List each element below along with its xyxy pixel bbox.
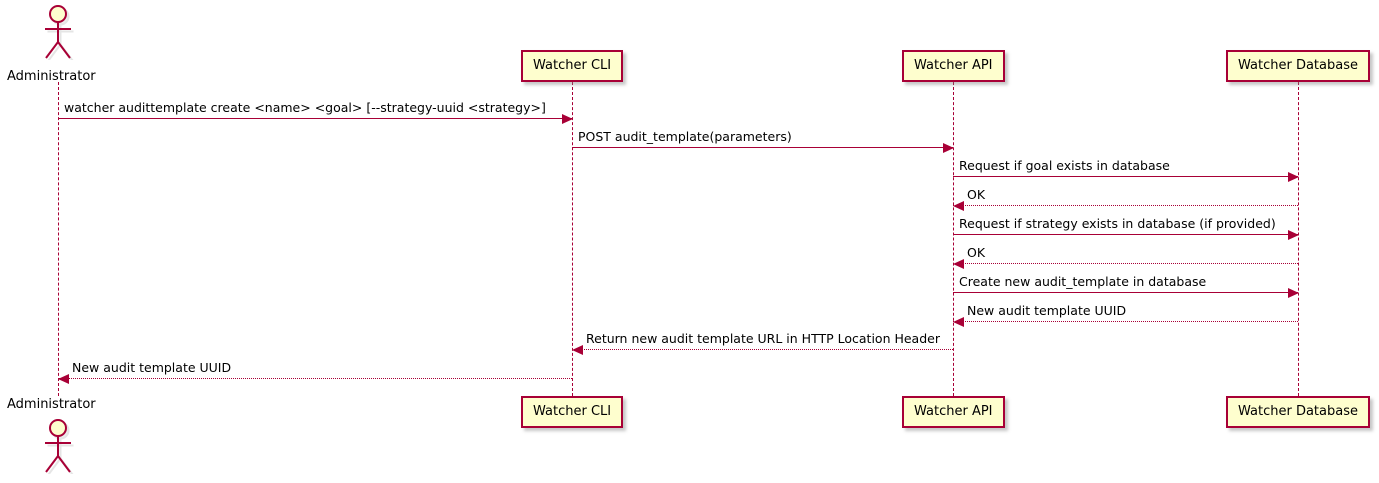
participant-label-administrator-header: Administrator bbox=[7, 69, 96, 84]
message-label-1: watcher audittemplate create <name> <goa… bbox=[64, 100, 546, 115]
message-label-9: Return new audit template URL in HTTP Lo… bbox=[586, 331, 940, 346]
message-arrowhead-10 bbox=[58, 373, 69, 384]
participant-label-administrator-footer: Administrator bbox=[7, 397, 96, 412]
message-line-3 bbox=[953, 176, 1298, 177]
participant-watcher-database-footer[interactable]: Watcher Database bbox=[1226, 396, 1370, 428]
message-line-8 bbox=[953, 321, 1298, 322]
message-arrowhead-1 bbox=[562, 113, 573, 124]
message-arrowhead-8 bbox=[953, 316, 964, 327]
message-label-3: Request if goal exists in database bbox=[959, 158, 1170, 173]
message-arrowhead-3 bbox=[1288, 171, 1299, 182]
message-line-9 bbox=[572, 349, 953, 350]
participant-watcher-api-footer[interactable]: Watcher API bbox=[902, 396, 1005, 428]
participant-watcher-cli-header[interactable]: Watcher CLI bbox=[521, 50, 624, 82]
actor-administrator-header bbox=[38, 4, 78, 62]
message-label-4: OK bbox=[967, 187, 986, 202]
message-label-7: Create new audit_template in database bbox=[959, 274, 1207, 289]
participant-watcher-cli-footer[interactable]: Watcher CLI bbox=[521, 396, 624, 428]
participant-watcher-api-header[interactable]: Watcher API bbox=[902, 50, 1005, 82]
message-line-1 bbox=[58, 118, 572, 119]
participant-watcher-database-header[interactable]: Watcher Database bbox=[1226, 50, 1370, 82]
message-label-6: OK bbox=[967, 245, 986, 260]
message-line-10 bbox=[58, 378, 572, 379]
message-line-6 bbox=[953, 263, 1298, 264]
message-arrowhead-2 bbox=[943, 142, 954, 153]
lifeline-administrator bbox=[58, 82, 59, 396]
message-line-5 bbox=[953, 234, 1298, 235]
message-label-5: Request if strategy exists in database (… bbox=[959, 216, 1276, 231]
message-arrowhead-9 bbox=[572, 344, 583, 355]
message-label-8: New audit template UUID bbox=[967, 303, 1127, 318]
message-label-10: New audit template UUID bbox=[72, 360, 232, 375]
message-arrowhead-4 bbox=[953, 200, 964, 211]
message-line-7 bbox=[953, 292, 1298, 293]
message-line-4 bbox=[953, 205, 1298, 206]
lifeline-watcher-api bbox=[953, 82, 954, 396]
message-label-2: POST audit_template(parameters) bbox=[578, 129, 792, 144]
message-arrowhead-5 bbox=[1288, 229, 1299, 240]
lifeline-watcher-cli bbox=[572, 82, 573, 396]
message-line-2 bbox=[572, 147, 953, 148]
actor-administrator-footer bbox=[38, 418, 78, 476]
message-arrowhead-7 bbox=[1288, 287, 1299, 298]
message-arrowhead-6 bbox=[953, 258, 964, 269]
